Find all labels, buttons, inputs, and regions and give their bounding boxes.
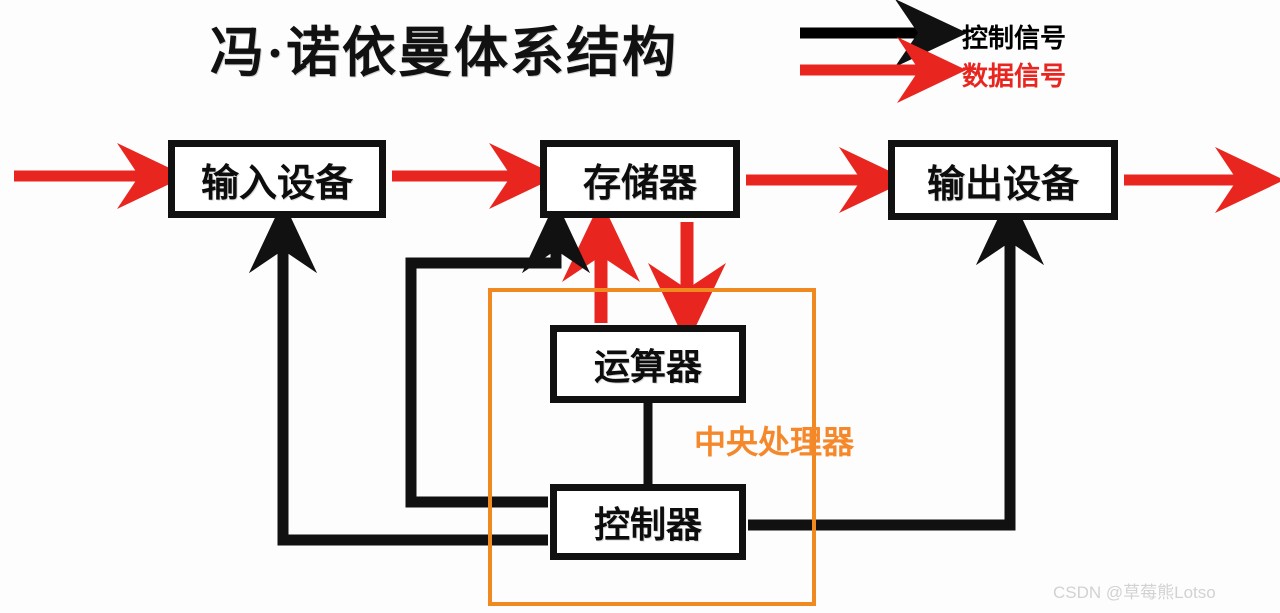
cpu-group-boundary [488,288,816,606]
node-arithmetic-logic-unit[interactable]: 运算器 [550,325,746,403]
legend-label-data-signal: 数据信号 [962,62,1067,91]
edge-control-to-memory [405,200,591,508]
edge-control-to-output [748,192,1045,531]
node-input-device[interactable]: 输入设备 [168,140,386,218]
legend-label-control-signal: 控制信号 [962,24,1067,53]
page-title: 冯·诺依曼体系结构 [210,23,679,83]
control-signal-edges [248,192,1045,546]
legend-arrows [800,0,968,104]
edge-control-to-input [248,200,548,546]
cpu-group-label: 中央处理器 [694,424,855,460]
node-output-device[interactable]: 输出设备 [888,140,1118,220]
node-memory[interactable]: 存储器 [540,140,740,218]
node-controller[interactable]: 控制器 [550,484,746,560]
watermark: CSDN @草莓熊Lotso [1053,583,1216,602]
